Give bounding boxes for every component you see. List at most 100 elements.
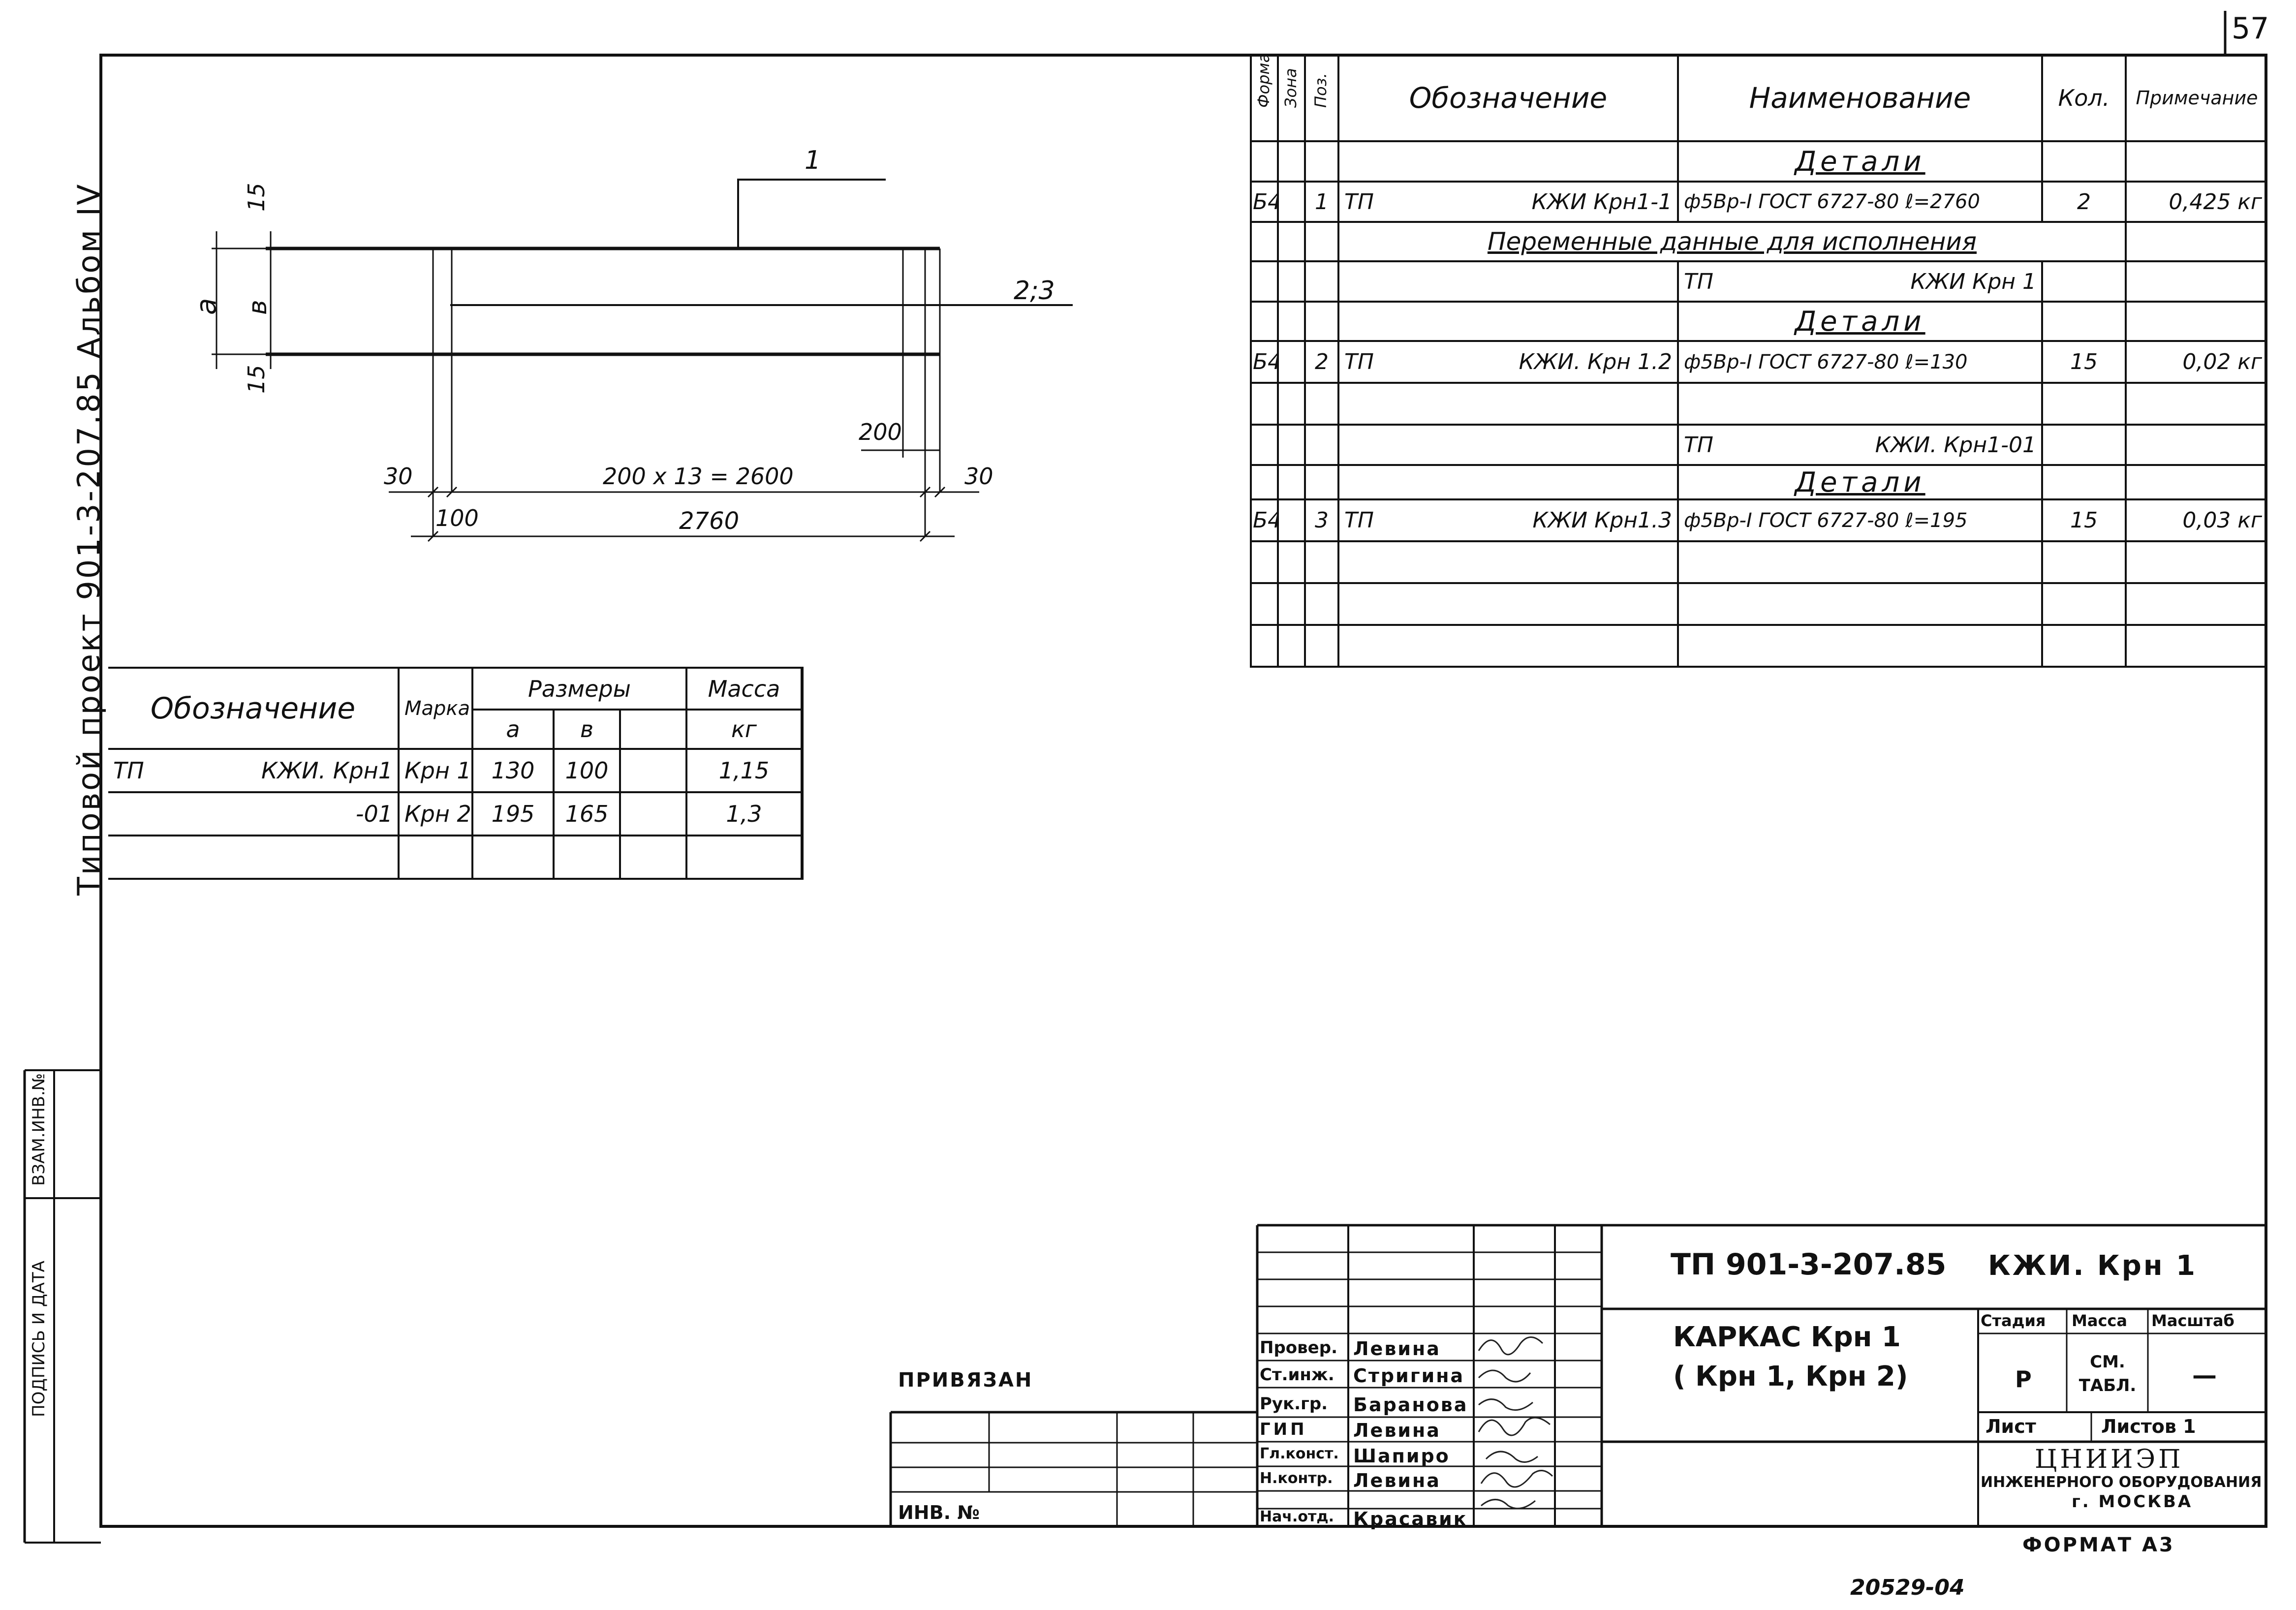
attached-label: ПРИВЯЗАН [898,1369,1033,1392]
row-note: 0,02 кг [2125,340,2267,384]
spec-row: Б4 3 ТП КЖИ Крн1.3 ф5Вр-I ГОСТ 6727-80 ℓ=… [1250,498,2267,542]
archive-code: 20529-04 [1850,1575,1965,1600]
sig-role: Гл.конст. [1260,1445,1339,1462]
signature-scribble [1480,1470,1553,1488]
signature-scribble [1478,1336,1544,1356]
section-details-1: Детали [1677,140,2043,183]
sig-role: Рук.гр. [1260,1394,1328,1414]
inv-label: ИНВ. № [898,1502,980,1523]
format-label: ФОРМАТ А3 [2022,1534,2175,1556]
scale-label: Масштаб [2151,1311,2234,1330]
row-prefix: ТП [1344,508,1374,533]
sig-name: Стригина [1353,1365,1465,1387]
signature-scribble [1478,1369,1531,1383]
row-mark: Крн 1 [398,748,473,793]
row-b: 100 [553,748,621,793]
row-name: ф5Вр-I ГОСТ 6727-80 ℓ=130 [1677,340,2043,384]
table-row [108,835,804,880]
header-mass: Масса [685,667,804,711]
section-details-3: Детали [1677,464,2043,500]
sig-role: Нач.отд. [1260,1508,1334,1525]
mass-label: Масса [2072,1311,2127,1330]
exec2-designation: КЖИ. Крн1-01 [1875,432,2036,458]
signature-scribble [1485,1451,1538,1463]
row-mass: 1,3 [685,791,804,836]
sig-role: Провер. [1260,1338,1337,1358]
sig-name: Шапиро [1353,1445,1450,1467]
sig-name: Красавик [1353,1508,1468,1530]
org-line3: г. МОСКВА [2072,1492,2193,1512]
header-designation: Обозначение [108,667,400,750]
row-a: 195 [471,791,555,836]
spec-table: Формат Зона Поз. Обозначение Наименовани… [1250,55,2267,668]
row-pos: 3 [1304,498,1339,542]
stage-value: Р [2015,1366,2032,1393]
table-row: -01 Крн 2 195 165 1,3 [108,791,804,836]
row-designation: КЖИ Крн1.3 [1532,508,1672,533]
row-designation: КЖИ. Крн 1.2 [1519,349,1672,374]
row-note: 0,425 кг [2125,181,2267,223]
sheets-label: Листов 1 [2101,1416,2196,1437]
dim-30-right: 30 [964,463,993,490]
header-designation: Обозначение [1337,55,1679,142]
mass-value: СМ. ТАБЛ. [2079,1352,2137,1395]
header-mass-unit: кг [685,709,804,750]
row-designation: -01 [355,801,393,827]
exec1-prefix: ТП [1684,269,1713,294]
row-mark: Крн 2 [398,791,473,836]
header-qty: Кол. [2041,55,2127,142]
sig-role: Н.контр. [1260,1470,1333,1487]
row-prefix: ТП [113,757,144,784]
drawing-title-2: ( Крн 1, Крн 2) [1673,1361,1908,1393]
header-b: в [553,709,621,750]
callout-1: 1 [805,146,821,175]
header-mark: Марка [398,667,473,750]
exec1-designation: КЖИ Крн 1 [1910,269,2036,294]
row-prefix: ТП [1344,189,1374,215]
header-note: Примечание [2125,55,2267,142]
row-prefix: ТП [1344,349,1374,374]
page-number: 57 [2232,11,2269,46]
signature-scribble [1481,1499,1536,1510]
signature-scribble [1478,1417,1551,1436]
sig-name: Левина [1353,1420,1441,1441]
org-line2: ИНЖЕНЕРНОГО ОБОРУДОВАНИЯ [1981,1474,2262,1491]
table-row: ТП КЖИ. Крн1 Крн 1 130 100 1,15 [108,748,804,793]
row-a: 130 [471,748,555,793]
row-format: Б4 [1250,340,1279,384]
section-details-2: Детали [1677,301,2043,342]
sig-name: Левина [1353,1338,1441,1360]
variable-data-caption: Переменные данные для исполнения [1337,221,2127,262]
size-table: Обозначение Марка Размеры Масса a в кг Т… [108,667,804,880]
row-name: ф5Вр-I ГОСТ 6727-80 ℓ=2760 [1677,181,2043,223]
sheet-code: КЖИ. Крн 1 [1988,1250,2197,1282]
sig-name: Баранова [1353,1394,1468,1416]
dim-200: 200 [859,419,902,445]
sheet-label: Лист [1986,1416,2036,1437]
row-qty: 15 [2041,340,2127,384]
row-designation: КЖИ Крн1-1 [1531,189,1672,215]
row-format: Б4 [1250,498,1279,542]
sig-role: ГИП [1260,1420,1307,1439]
row-format: Б4 [1250,181,1279,223]
org-name: ЦНИИЭП [2035,1445,2184,1474]
project-code: ТП 901-3-207.85 [1671,1247,1947,1282]
row-mass: 1,15 [685,748,804,793]
row-qty: 2 [2041,181,2127,223]
row-name: ф5Вр-I ГОСТ 6727-80 ℓ=195 [1677,498,2043,542]
header-name: Наименование [1677,55,2043,142]
dim-span: 200 x 13 = 2600 [603,463,794,490]
row-pos: 1 [1304,181,1339,223]
row-b: 165 [553,791,621,836]
dim-total: 2760 [679,507,740,535]
header-a: a [471,709,555,750]
row-note: 0,03 кг [2125,498,2267,542]
signature-scribble [1478,1398,1533,1411]
row-designation: КЖИ. Крн1 [261,757,393,784]
header-sizes: Размеры [471,667,687,711]
spec-row: Б4 1 ТП КЖИ Крн1-1 ф5Вр-I ГОСТ 6727-80 ℓ=… [1250,181,2267,223]
sig-role: Ст.инж. [1260,1365,1334,1385]
dim-100: 100 [435,505,479,531]
